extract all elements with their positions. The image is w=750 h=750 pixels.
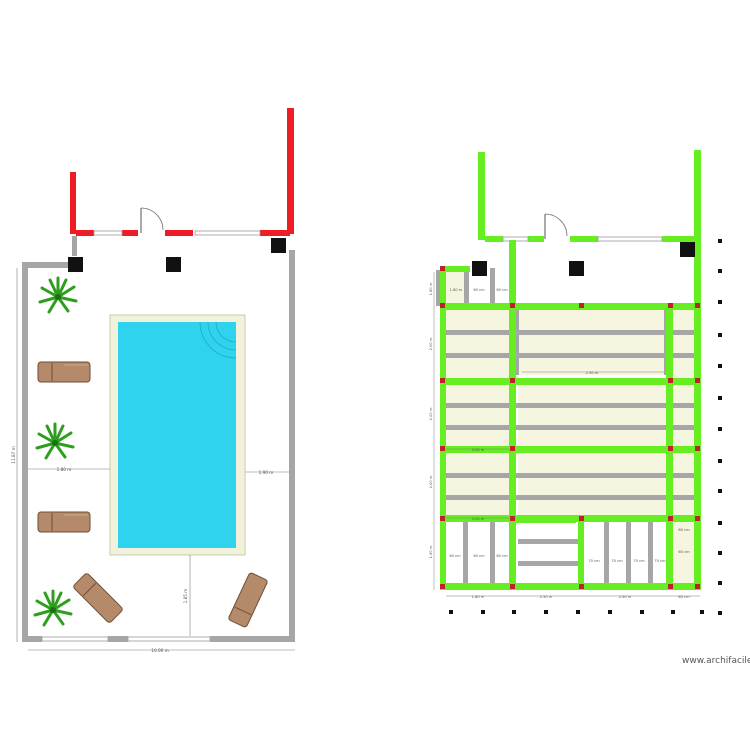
sun-lounger-icon <box>73 573 123 623</box>
joint <box>695 378 700 383</box>
dimension-overall-width: 10.00 m <box>151 648 168 653</box>
label-bottom-right-a: 70 cm <box>588 559 600 563</box>
joint <box>510 378 515 383</box>
joint <box>579 584 584 589</box>
label-bottom-left-c: 60 cm <box>496 554 508 558</box>
joint <box>440 378 445 383</box>
label-left-vertical-5: 1.90 m <box>429 545 433 558</box>
label-center-width: 2.50 m <box>586 371 599 375</box>
label-bottom-1: 1.80 m <box>472 595 485 599</box>
joint <box>510 303 515 308</box>
palm-plant-icon <box>35 422 75 460</box>
red-structure-walls <box>70 108 294 236</box>
joint <box>695 516 700 521</box>
joint <box>440 303 445 308</box>
grid-dot-markers <box>449 239 722 615</box>
door-swing-icon <box>140 207 164 233</box>
label-top-a: 1.80 m <box>450 288 463 292</box>
post <box>680 242 695 257</box>
label-bottom-2: 2.50 m <box>540 595 553 599</box>
joint <box>695 446 700 451</box>
joint <box>510 516 515 521</box>
label-bottom-4: 80 cm <box>678 595 690 599</box>
label-bottom-left-a: 60 cm <box>449 554 461 558</box>
label-bottom-right-b: 70 cm <box>611 559 623 563</box>
joint <box>440 584 445 589</box>
joint-markers <box>440 266 700 589</box>
door-swing-icon <box>544 213 568 239</box>
joint <box>440 446 445 451</box>
posts <box>68 238 286 272</box>
dimension-labels: 1.80 m 1.90 m 1.85 m 10.00 m 11.87 m <box>11 446 273 653</box>
dimension-lines <box>16 268 295 651</box>
label-bottom-3: 2.50 m <box>619 595 632 599</box>
joint <box>668 446 673 451</box>
dimension-bottom-clearance: 1.85 m <box>183 589 188 604</box>
gray-joists <box>436 268 696 586</box>
left-plan: 1.80 m 1.90 m 1.85 m 10.00 m 11.87 m <box>11 108 295 653</box>
palm-plant-icon <box>33 589 73 627</box>
dimension-lines <box>433 272 700 597</box>
joint <box>668 303 673 308</box>
label-top-b: 60 cm <box>473 288 485 292</box>
cell-dimension-labels: 1.80 m 60 cm 60 cm 2.50 m 4.00 m 4.20 m … <box>429 282 690 599</box>
joint <box>440 266 445 271</box>
dimension-overall-height: 11.87 m <box>11 446 16 463</box>
joint <box>668 516 673 521</box>
post <box>271 238 286 253</box>
label-left-vertical-3: 2.00 m <box>429 407 433 420</box>
sun-lounger-icon <box>37 511 91 533</box>
dimension-left-clearance: 1.80 m <box>57 467 72 472</box>
label-left-vertical-2: 2.00 m <box>429 337 433 350</box>
label-top-c: 60 cm <box>496 288 508 292</box>
joint <box>579 303 584 308</box>
sun-lounger-icon <box>37 361 91 383</box>
green-structure-top <box>478 150 701 254</box>
label-bottom-left-b: 60 cm <box>473 554 485 558</box>
sun-lounger-icon <box>228 572 268 628</box>
joint <box>668 584 673 589</box>
label-right-bottom: 60 cm <box>678 550 690 554</box>
joint <box>440 516 445 521</box>
post <box>569 261 584 276</box>
post <box>166 257 181 272</box>
post <box>472 261 487 276</box>
joint <box>695 303 700 308</box>
label-left-vertical-4: 2.00 m <box>429 475 433 488</box>
right-plan: 1.80 m 60 cm 60 cm 2.50 m 4.00 m 4.20 m … <box>429 150 722 615</box>
posts <box>472 242 695 276</box>
label-right-top: 60 cm <box>678 528 690 532</box>
joint <box>579 516 584 521</box>
joint <box>695 584 700 589</box>
label-span-left: 4.00 m <box>472 448 485 452</box>
label-left-vertical-1: 1.80 m <box>429 282 433 295</box>
pool-steps <box>199 321 237 359</box>
watermark: www.archifacile.fr <box>682 656 750 666</box>
palm-plant-icon <box>38 276 78 314</box>
label-span-center: 4.20 m <box>472 517 485 521</box>
joint <box>510 446 515 451</box>
swimming-pool <box>109 314 246 556</box>
joint <box>510 584 515 589</box>
label-bottom-right-c: 70 cm <box>633 559 645 563</box>
gray-perimeter-walls <box>22 236 295 642</box>
dimension-right-clearance: 1.90 m <box>259 470 274 475</box>
post <box>68 257 83 272</box>
label-bottom-right-d: 70 cm <box>654 559 666 563</box>
joint <box>668 378 673 383</box>
